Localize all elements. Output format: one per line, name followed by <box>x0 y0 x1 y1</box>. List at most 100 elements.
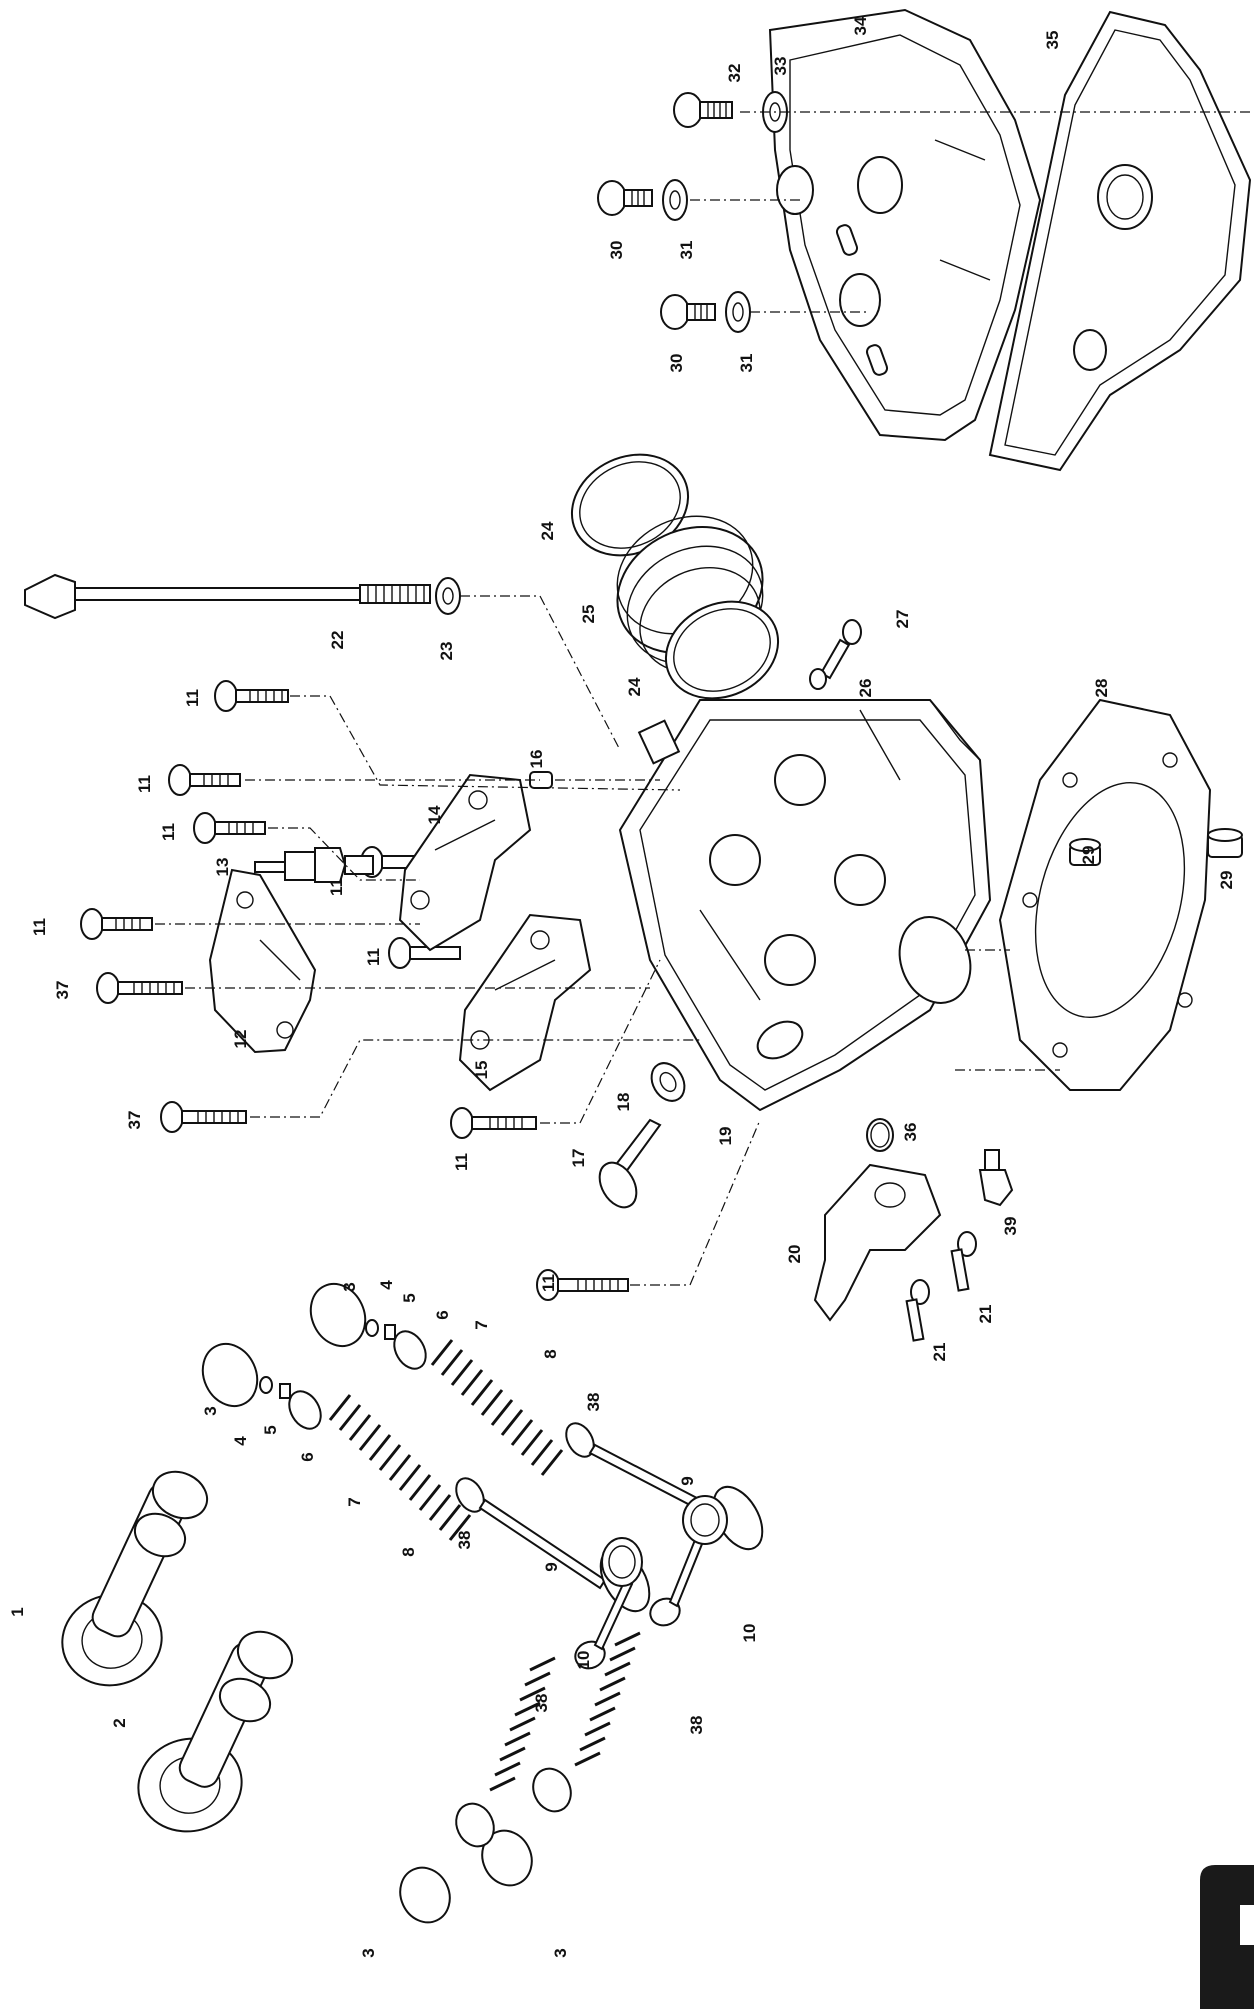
valve-10-left <box>593 1537 643 1651</box>
callout-29: 29 <box>1079 846 1098 865</box>
bolt-27 <box>819 619 862 680</box>
callout-38: 38 <box>687 1716 706 1735</box>
bolt-37-lower <box>160 1101 247 1133</box>
bolt-21-upper <box>950 1231 977 1292</box>
callout-37: 37 <box>53 981 72 1000</box>
head-bolt-22 <box>24 573 431 620</box>
callout-28: 28 <box>1092 679 1111 698</box>
callout-9: 9 <box>678 1476 697 1485</box>
bolt-11-b <box>168 764 241 796</box>
callout-8: 8 <box>399 1547 418 1556</box>
cover-bolt-32 <box>673 92 733 128</box>
retainer-6-middle <box>393 1330 427 1370</box>
callout-38: 38 <box>455 1531 474 1550</box>
callout-7: 7 <box>345 1497 364 1506</box>
bolt-37-upper <box>96 972 183 1004</box>
callout-30: 30 <box>667 354 686 373</box>
callout-27: 27 <box>893 610 912 629</box>
callout-4: 4 <box>377 1280 396 1290</box>
retainer-6-upper <box>288 1390 322 1430</box>
callout-13: 13 <box>213 858 232 877</box>
callout-6: 6 <box>433 1310 452 1319</box>
cam-holder-14 <box>398 773 532 952</box>
spring-seat-38-lower-right <box>649 1597 681 1627</box>
shim-4-upper <box>259 1376 273 1394</box>
callout-11: 11 <box>327 878 346 896</box>
callout-11: 11 <box>364 948 383 966</box>
callout-21: 21 <box>930 1343 949 1362</box>
bolt-11-a <box>214 680 289 712</box>
cylinder-head-19 <box>618 699 992 1112</box>
callout-23: 23 <box>437 642 456 661</box>
callout-10: 10 <box>574 1651 593 1670</box>
callout-11: 11 <box>183 689 202 707</box>
callout-24: 24 <box>625 677 644 696</box>
valve-cover-34 <box>768 8 1042 442</box>
callout-20: 20 <box>785 1245 804 1264</box>
bolt-11-h <box>536 1269 629 1301</box>
center-lines <box>155 111 1250 1286</box>
callout-30: 30 <box>607 241 626 260</box>
callout-18: 18 <box>614 1093 633 1112</box>
callout-3: 3 <box>359 1948 378 1957</box>
head-gasket-28 <box>998 698 1212 1091</box>
callout-8: 8 <box>541 1349 560 1358</box>
valve-17 <box>598 1118 662 1209</box>
callout-26: 26 <box>856 679 875 698</box>
callout-14: 14 <box>425 805 444 824</box>
callout-labels: 1 2 3 3 3 3 4 4 5 5 6 6 7 7 8 8 9 9 10 1… <box>8 16 1236 1958</box>
tappet-3-lower-right <box>481 1829 533 1887</box>
spring-7-8-upper <box>328 1394 472 1541</box>
callout-22: 22 <box>328 631 347 650</box>
clamp-24-lower <box>664 600 780 700</box>
callout-31: 31 <box>737 354 756 373</box>
cover-bolt-30-upper <box>597 180 653 216</box>
keeper-5-upper <box>279 1383 291 1399</box>
spring-lower-right <box>532 1631 641 1813</box>
spring-lower-left <box>455 1656 556 1848</box>
spring-7-8-middle <box>430 1339 564 1476</box>
tappet-3-upper <box>201 1342 259 1408</box>
camshaft-2 <box>137 1630 294 1833</box>
callout-2: 2 <box>110 1718 129 1727</box>
callout-3: 3 <box>201 1406 220 1415</box>
valve-10-right <box>668 1495 728 1608</box>
keeper-5-middle <box>384 1324 396 1340</box>
callout-5: 5 <box>261 1425 280 1434</box>
callout-21: 21 <box>976 1305 995 1324</box>
coolant-elbow-20 <box>813 1163 942 1322</box>
callout-11: 11 <box>30 918 49 936</box>
seal-18 <box>650 1062 686 1102</box>
spring-seat-38-lower-left <box>574 1640 606 1670</box>
bolt-11-c <box>193 812 266 844</box>
washer-26 <box>809 668 827 690</box>
sensor-39 <box>978 1149 1014 1207</box>
cam-holder-15 <box>458 913 592 1092</box>
callout-15: 15 <box>472 1061 491 1080</box>
callout-4: 4 <box>231 1436 250 1446</box>
callout-1: 1 <box>8 1607 27 1616</box>
callout-32: 32 <box>725 64 744 83</box>
callout-34: 34 <box>851 16 870 35</box>
spring-seat-38-middle <box>565 1422 595 1458</box>
tappet-3-middle <box>309 1282 367 1348</box>
washer-31-lower <box>725 291 751 333</box>
callout-10: 10 <box>740 1624 759 1643</box>
callout-11: 11 <box>452 1153 471 1171</box>
bolt-11-g <box>450 1107 537 1139</box>
callout-24: 24 <box>538 521 557 540</box>
washer-23 <box>435 577 461 615</box>
callout-36: 36 <box>901 1123 920 1142</box>
callout-7: 7 <box>472 1320 491 1329</box>
callout-11: 11 <box>135 775 154 793</box>
washer-31-upper <box>662 179 688 221</box>
callout-33: 33 <box>771 57 790 76</box>
callout-38: 38 <box>532 1694 551 1713</box>
tappet-3-lower-left <box>399 1866 451 1924</box>
callout-16: 16 <box>527 750 546 769</box>
bolt-21-lower <box>905 1279 930 1342</box>
o-ring-36 <box>866 1118 894 1152</box>
camshaft-1 <box>61 1470 209 1687</box>
callout-19: 19 <box>716 1127 735 1146</box>
